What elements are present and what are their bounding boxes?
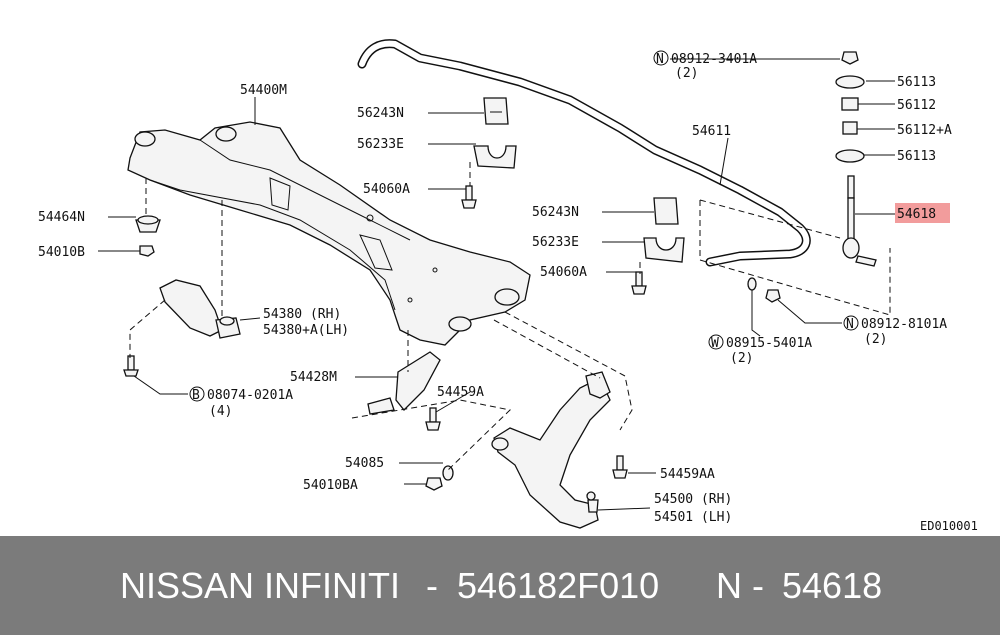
label-56233e-top: 56233E (357, 137, 404, 152)
label-54618: 54618 (897, 207, 936, 222)
label-54400m: 54400M (240, 83, 287, 98)
oem-number: 54618 (782, 565, 883, 606)
part-info-footer: NISSAN INFINITI - 546182F010 N - 54618 (0, 536, 1000, 635)
clamp-56233e-b (643, 237, 685, 263)
label-qty-b1: (4) (209, 404, 232, 419)
label-56243n-top: 56243N (357, 106, 404, 121)
bushing-56243n-b (653, 197, 679, 225)
label-54085: 54085 (345, 456, 384, 471)
label-08915-5401a: 08915-5401A (726, 336, 812, 351)
label-qty-n1: (2) (675, 66, 698, 81)
label-qty-n2: (2) (864, 332, 887, 347)
brand-name: NISSAN INFINITI (120, 565, 401, 606)
bolt-54060a-b (631, 271, 647, 295)
washer-nut-link (747, 277, 781, 303)
label-54010b: 54010B (38, 245, 85, 260)
callout-n1: N (656, 52, 664, 67)
separator-1: - (426, 565, 438, 606)
label-54428m: 54428M (290, 370, 337, 385)
link-hardware-stack (835, 51, 865, 163)
bracket-54380 (159, 279, 241, 339)
label-54060a-top: 54060A (363, 182, 410, 197)
label-56113-bottom: 56113 (897, 149, 936, 164)
label-54060a-mid: 54060A (540, 265, 587, 280)
stabilizer-bar (357, 39, 811, 267)
stabilizer-link-54618 (842, 175, 877, 267)
label-56243n-mid: 56243N (532, 205, 579, 220)
label-54611: 54611 (692, 124, 731, 139)
bolt-left (123, 355, 139, 377)
callout-b1: B (192, 388, 200, 403)
label-qty-w1: (2) (730, 351, 753, 366)
target-part-highlight (895, 203, 950, 223)
label-56113-top: 56113 (897, 75, 936, 90)
label-54459aa: 54459AA (660, 467, 715, 482)
subframe (127, 121, 531, 346)
separator-2: - (752, 565, 764, 606)
bushing-56243n-a (483, 97, 509, 125)
label-56112a: 56112+A (897, 123, 952, 138)
clamp-56233e-a (473, 145, 517, 169)
parts-diagram: N 08912-3401A (2) 56113 56112 56112+A 56… (38, 39, 978, 533)
assembly-lines (129, 162, 891, 471)
callout-w1: W (711, 336, 719, 351)
washer-54085 (442, 465, 454, 481)
part-labels: N 08912-3401A (2) 56113 56112 56112+A 56… (38, 50, 978, 533)
part-prefix: N (716, 565, 742, 606)
bolt-54060a-a (461, 185, 477, 209)
diagram-code: ED010001 (920, 519, 978, 533)
nut-54010ba (425, 477, 443, 491)
bracket-54428m (367, 351, 441, 415)
label-54500-rh: 54500 (RH) (654, 492, 732, 507)
label-54010ba: 54010BA (303, 478, 358, 493)
label-54464n: 54464N (38, 210, 85, 225)
leader-lines (98, 58, 895, 511)
label-08912-3401a: 08912-3401A (671, 52, 757, 67)
label-54380a-lh: 54380+A(LH) (263, 323, 349, 338)
mount-insulator-54464n (135, 215, 161, 233)
bolt-54459aa (612, 455, 628, 479)
lower-control-arm (491, 371, 611, 529)
part-number: 546182F010 (457, 565, 660, 606)
label-54380-rh: 54380 (RH) (263, 307, 341, 322)
label-54501-lh: 54501 (LH) (654, 510, 732, 525)
label-56112: 56112 (897, 98, 936, 113)
label-08074-0201a: 08074-0201A (207, 388, 293, 403)
callout-n2: N (846, 317, 854, 332)
nut-54010b (139, 245, 155, 257)
label-54459a: 54459A (437, 385, 484, 400)
label-08912-8101a: 08912-8101A (861, 317, 947, 332)
bolt-54459a (425, 407, 441, 431)
label-56233e-mid: 56233E (532, 235, 579, 250)
